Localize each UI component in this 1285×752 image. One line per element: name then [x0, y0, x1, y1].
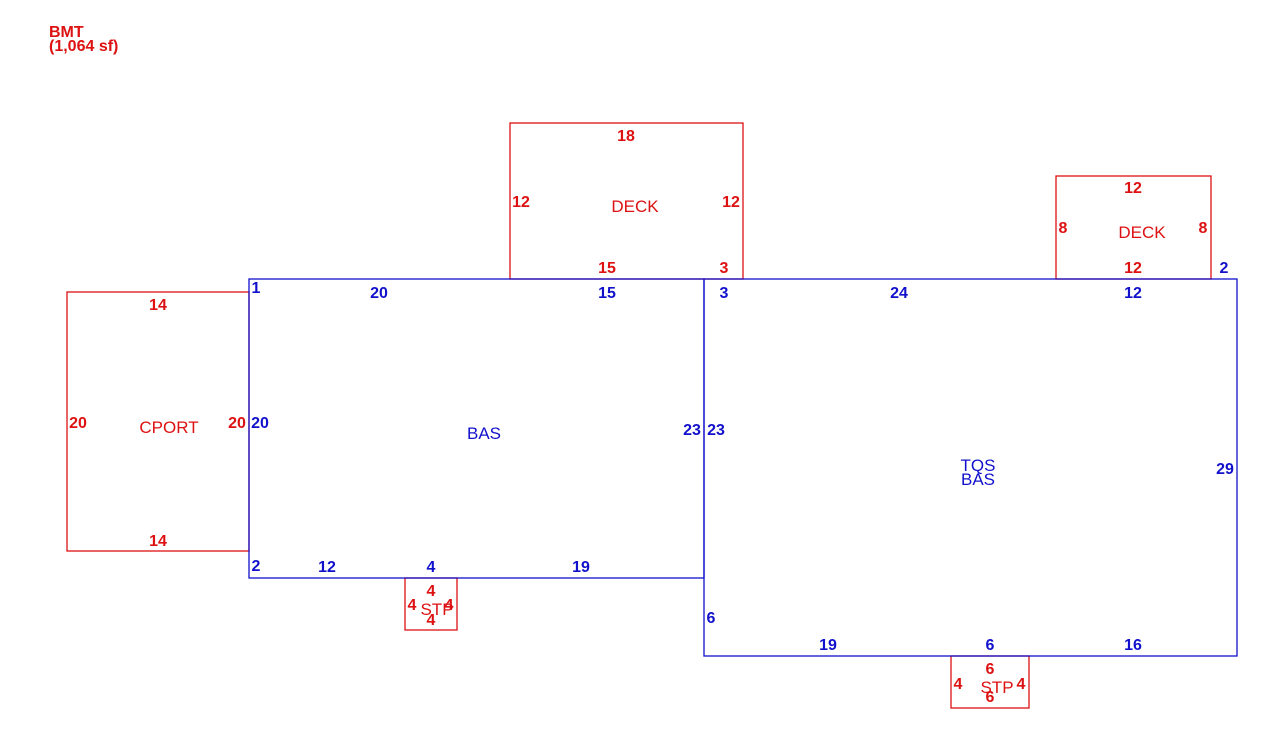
bas-right-dim-right: 29 [1216, 461, 1234, 478]
bas-right-dim-left-low: 6 [707, 610, 716, 627]
deck-left-label: DECK [611, 197, 659, 216]
bas-left-dim-right: 23 [683, 422, 701, 439]
bas-left-label: BAS [467, 424, 501, 443]
bas-right-dim-top-a: 3 [720, 285, 729, 302]
stp-right-label: STP [980, 678, 1013, 697]
bas-left-dim-bottom-a: 12 [318, 559, 336, 576]
bas-right-dim-top-b: 24 [890, 285, 908, 302]
bas-right-outline [703, 278, 1238, 657]
bas-right-dim-bottom-b: 6 [986, 637, 995, 654]
deck-right-label: DECK [1118, 223, 1166, 242]
blue-dimension-labels: 1 20 15 20 23 2 12 4 19 3 24 12 2 23 29 … [251, 260, 1234, 654]
bas-left-dim-top-a: 20 [370, 285, 388, 302]
stp-right-dim-right: 4 [1017, 676, 1026, 693]
deck-right-dim-left: 8 [1059, 220, 1068, 237]
bas-left-dim-bottom-c: 19 [572, 559, 590, 576]
deck-right-dim-bottom: 12 [1124, 260, 1142, 277]
blue-area-labels: BAS TQS BAS [467, 424, 995, 489]
stp-left-dim-top: 4 [427, 583, 436, 600]
deck-left-dim-top: 18 [617, 128, 635, 145]
bas-right-dim-left: 23 [707, 422, 725, 439]
deck-left-dim-bottom-a: 15 [598, 260, 616, 277]
cport-dim-left: 20 [69, 415, 87, 432]
blue-shapes [248, 278, 1238, 657]
stp-left-dim-right: 4 [445, 597, 454, 614]
red-dimension-labels: 18 12 12 15 3 12 8 8 12 14 20 20 14 4 4 … [69, 128, 1207, 706]
stp-right-dim-top: 6 [986, 661, 995, 678]
level-name: BMT [49, 24, 84, 41]
cport-dim-top: 14 [149, 297, 167, 314]
stp-left-label: STP [420, 600, 453, 619]
deck-left-dim-bottom-b: 3 [720, 260, 729, 277]
stp-right-dim-left: 4 [954, 676, 963, 693]
deck-right-dim-right: 8 [1199, 220, 1208, 237]
bas-left-dim-left: 20 [251, 415, 269, 432]
deck-left-dim-right: 12 [722, 194, 740, 211]
bas-right-label: BAS [961, 470, 995, 489]
stp-left-dim-bottom: 4 [427, 612, 436, 629]
deck-right-dim-top: 12 [1124, 180, 1142, 197]
stp-right-dim-bottom: 6 [986, 689, 995, 706]
bas-left-dim-bottom-b: 4 [427, 559, 436, 576]
stp-left-dim-left: 4 [408, 597, 417, 614]
deck-left-dim-left: 12 [512, 194, 530, 211]
bas-left-dim-top-b: 15 [598, 285, 616, 302]
cport-label: CPORT [139, 418, 198, 437]
bas-left-corner-tl: 1 [252, 280, 261, 297]
cport-dim-right: 20 [228, 415, 246, 432]
bas-right-dim-top-c: 12 [1124, 285, 1142, 302]
bas-right-dim-bottom-a: 19 [819, 637, 837, 654]
red-area-labels: DECK DECK CPORT STP STP [139, 197, 1166, 697]
tqs-label: TQS [961, 456, 996, 475]
bas-left-corner-bl: 2 [252, 558, 261, 575]
level-area: (1,064 sf) [49, 38, 118, 55]
bas-right-dim-bottom-c: 16 [1124, 637, 1142, 654]
cport-dim-bottom: 14 [149, 533, 167, 550]
bas-right-corner-tr: 2 [1220, 260, 1229, 277]
